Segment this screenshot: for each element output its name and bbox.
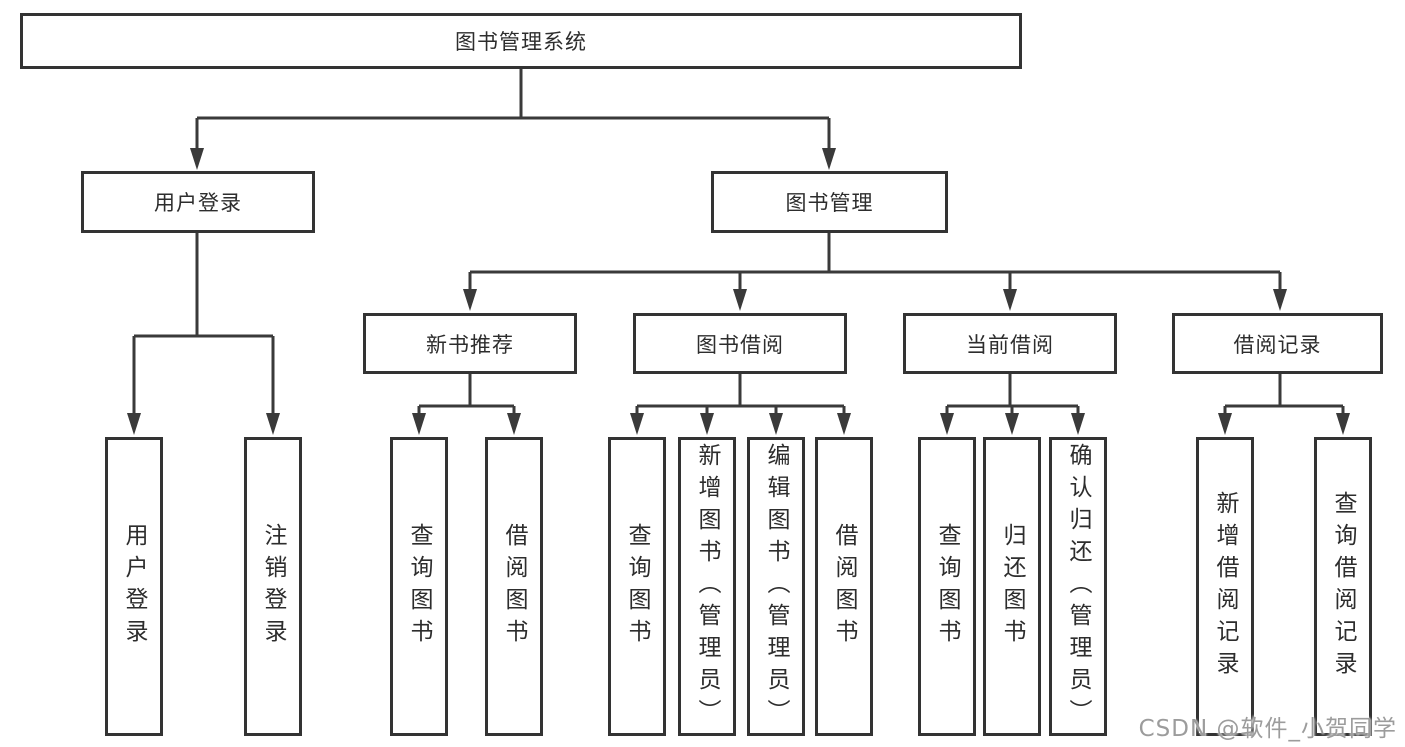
leaf-cb-confirm-return-admin: 确认归还（管理员） (1049, 437, 1107, 736)
leaf-bb-edit-books-admin: 编辑图书（管理员） (747, 437, 805, 736)
leaf-user-login: 用户登录 (105, 437, 163, 736)
node-new-book-recommend: 新书推荐 (363, 313, 577, 374)
arrowhead-icon (412, 413, 426, 435)
arrowhead-icon (190, 148, 204, 170)
leaf-bb-add-books-admin: 新增图书（管理员） (678, 437, 736, 736)
node-current-borrow: 当前借阅 (903, 313, 1117, 374)
arrowhead-icon (463, 289, 477, 311)
arrowhead-icon (940, 413, 954, 435)
arrowhead-icon (1005, 413, 1019, 435)
arrowhead-icon (127, 413, 141, 435)
node-root: 图书管理系统 (20, 13, 1022, 69)
arrowhead-icon (1218, 413, 1232, 435)
arrowhead-icon (1003, 289, 1017, 311)
csdn-watermark: CSDN @软件_小贺同学 (1138, 716, 1397, 742)
node-user-login-branch: 用户登录 (81, 171, 315, 233)
leaf-nbr-borrow-books: 借阅图书 (485, 437, 543, 736)
leaf-logout: 注销登录 (244, 437, 302, 736)
leaf-nbr-query-books: 查询图书 (390, 437, 448, 736)
leaf-cb-return-books: 归还图书 (983, 437, 1041, 736)
node-book-management-branch: 图书管理 (711, 171, 948, 233)
leaf-br-add-record: 新增借阅记录 (1196, 437, 1254, 736)
node-book-borrow: 图书借阅 (633, 313, 847, 374)
arrowhead-icon (507, 413, 521, 435)
arrowhead-icon (630, 413, 644, 435)
leaf-cb-query-books: 查询图书 (918, 437, 976, 736)
arrowhead-icon (1336, 413, 1350, 435)
arrowhead-icon (822, 148, 836, 170)
arrowhead-icon (1273, 289, 1287, 311)
arrowhead-icon (769, 413, 783, 435)
leaf-br-query-record: 查询借阅记录 (1314, 437, 1372, 736)
arrowhead-icon (837, 413, 851, 435)
arrowhead-icon (266, 413, 280, 435)
leaf-bb-borrow-books: 借阅图书 (815, 437, 873, 736)
arrowhead-icon (733, 289, 747, 311)
node-borrow-records: 借阅记录 (1172, 313, 1383, 374)
arrowhead-icon (700, 413, 714, 435)
arrowhead-icon (1071, 413, 1085, 435)
leaf-bb-query-books: 查询图书 (608, 437, 666, 736)
